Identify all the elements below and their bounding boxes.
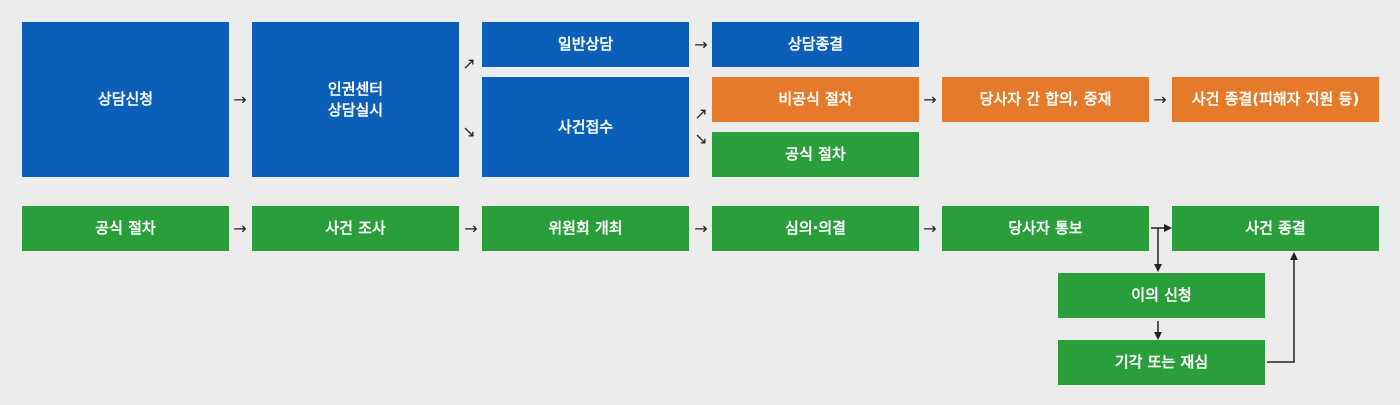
- arrow-right-icon: →: [233, 90, 247, 109]
- box-committee: 위원회 개최: [482, 206, 689, 251]
- box-counsel-closed: 상담종결: [712, 22, 919, 67]
- arrow-right-icon: →: [923, 90, 937, 109]
- box-informal-procedure: 비공식 절차: [712, 77, 919, 122]
- connector-review-to-closed: [1267, 252, 1298, 363]
- box-investigation: 사건 조사: [252, 206, 459, 251]
- box-appeal: 이의 신청: [1058, 273, 1265, 318]
- arrow-up-right-icon: ↗: [462, 54, 476, 73]
- box-formal-procedure-top: 공식 절차: [712, 132, 919, 177]
- arrow-right-icon: →: [694, 35, 708, 54]
- arrow-right-icon: →: [233, 219, 247, 238]
- box-general-counsel: 일반상담: [482, 22, 689, 67]
- box-case-closed-support: 사건 종결(피해자 지원 등): [1172, 77, 1379, 122]
- box-dismiss-or-review: 기각 또는 재심: [1058, 340, 1265, 385]
- box-deliberation: 심의·의결: [712, 206, 919, 251]
- box-case-closed: 사건 종결: [1172, 206, 1379, 251]
- box-request: 상담신청: [22, 22, 229, 177]
- arrow-right-icon: →: [694, 219, 708, 238]
- box-agreement-mediation: 당사자 간 합의, 중재: [942, 77, 1149, 122]
- box-center-counsel: 인권센터 상담실시: [252, 22, 459, 177]
- arrow-up-right-icon: ↗: [694, 104, 708, 123]
- box-notification: 당사자 통보: [942, 206, 1149, 251]
- box-case-intake: 사건접수: [482, 77, 689, 177]
- arrow-right-icon: →: [923, 219, 937, 238]
- box-formal-procedure: 공식 절차: [22, 206, 229, 251]
- arrow-down-right-icon: ↘: [462, 122, 476, 141]
- arrow-right-icon: →: [464, 219, 478, 238]
- arrow-right-icon: →: [1153, 90, 1167, 109]
- arrow-down-right-icon: ↘: [694, 129, 708, 148]
